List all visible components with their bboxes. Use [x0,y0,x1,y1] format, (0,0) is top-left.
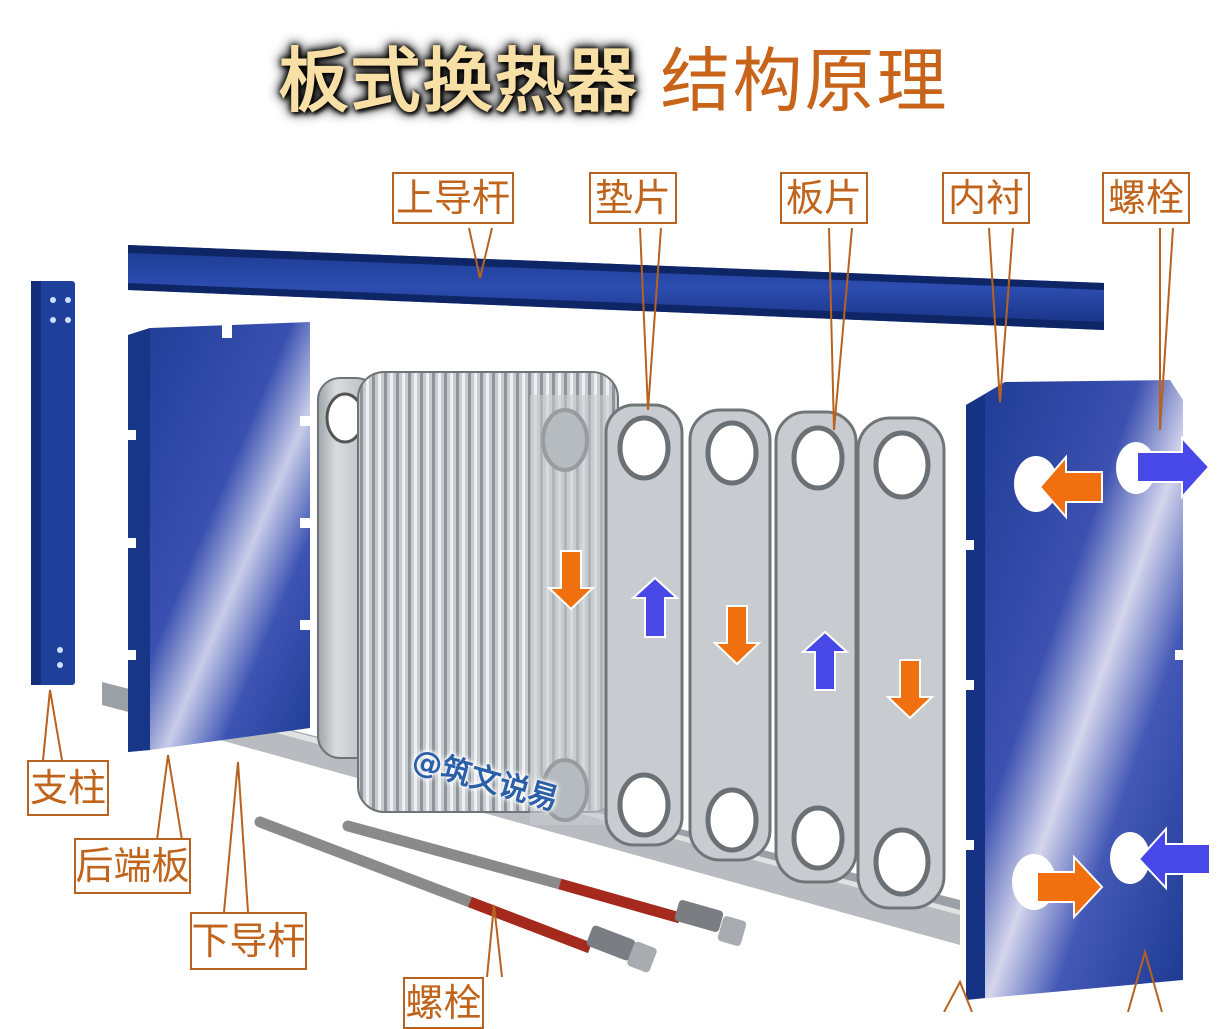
label-plate: 板片 [780,172,868,224]
label-bottom-guide-bar: 下导杆 [190,912,307,970]
arrow-up-icon [630,576,680,638]
arrow-down-icon [712,605,762,666]
tie-bolts [254,816,747,973]
label-gasket: 垫片 [589,172,677,224]
top-guide-bar [128,245,1104,330]
support-column [31,281,75,685]
arrow-left-icon [1137,826,1211,891]
label-rear-end-plate: 后端板 [74,838,191,894]
arrow-right-icon [1036,854,1104,920]
leader-lines [42,227,1174,1012]
label-lining: 内衬 [942,172,1030,224]
arrow-down-icon [546,550,596,611]
title-main: 板式换热器 [278,40,639,122]
individual-plates [604,403,946,910]
label-bolt-bottom: 螺栓 [403,977,484,1029]
rear-end-plate [124,322,312,752]
label-top-guide-bar: 上导杆 [392,172,514,224]
arrow-left-icon [1038,454,1103,520]
port-arrows [1036,435,1211,920]
page-title: 板式换热器结构原理 [0,36,1227,126]
arrow-down-icon [885,659,935,720]
label-bolt-top: 螺栓 [1102,172,1190,224]
plate-pack [317,371,619,825]
flow-arrows [546,550,935,720]
label-support-column: 支柱 [27,760,109,816]
title-sub: 结构原理 [660,40,949,122]
arrow-up-icon [800,630,850,691]
arrow-right-icon [1136,435,1211,500]
